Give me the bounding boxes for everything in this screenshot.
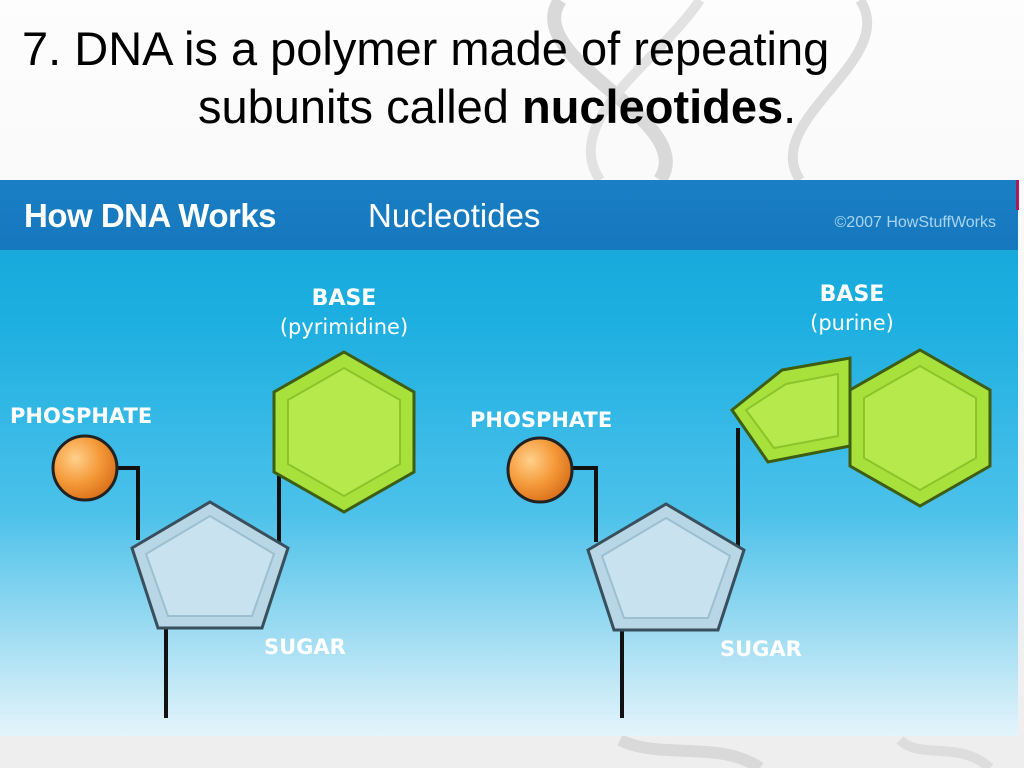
panel-header-title: How DNA Works	[24, 197, 277, 234]
phosphate-sugar-bond	[568, 466, 598, 542]
phosphate-sugar-bond	[112, 466, 140, 540]
purine-nucleotide: PHOSPHATE BASE (purine) SUGAR	[470, 282, 992, 718]
nucleotide-panel: How DNA Works Nucleotides ©2007 HowStuff…	[0, 180, 1018, 736]
base-label: BASE	[820, 282, 885, 307]
title-line-2-text: subunits called	[198, 80, 522, 133]
phosphate-label: PHOSPHATE	[470, 408, 612, 432]
panel-edge-accent	[1016, 180, 1019, 210]
phosphate-icon	[506, 436, 574, 504]
base-type-label: (pyrimidine)	[280, 315, 408, 339]
sugar-pentagon-icon	[130, 500, 290, 630]
sugar-label: SUGAR	[264, 635, 346, 659]
title-period: .	[783, 80, 797, 133]
slide-title: 7. DNA is a polymer made of repeating su…	[22, 20, 1012, 136]
panel-header-subtitle: Nucleotides	[368, 197, 541, 234]
sugar-label: SUGAR	[720, 637, 802, 661]
phosphate-icon	[51, 434, 119, 502]
sugar-pentagon-icon	[586, 502, 746, 632]
nucleotide-diagram: PHOSPHATE BASE (pyrimidine) SUGAR	[10, 282, 992, 718]
panel-header: How DNA Works Nucleotides ©2007 HowStuff…	[0, 180, 1018, 250]
purine-base-icon	[729, 348, 992, 508]
title-line-2: subunits called nucleotides.	[22, 78, 1012, 136]
copyright-notice: ©2007 HowStuffWorks	[834, 214, 997, 231]
base-label: BASE	[312, 286, 377, 311]
pyrimidine-nucleotide: PHOSPHATE BASE (pyrimidine) SUGAR	[10, 286, 416, 718]
title-keyword: nucleotides	[521, 80, 784, 133]
pyrimidine-base-icon	[272, 350, 416, 514]
title-line-1: 7. DNA is a polymer made of repeating	[22, 22, 830, 75]
phosphate-label: PHOSPHATE	[10, 404, 152, 428]
base-type-label: (purine)	[810, 311, 894, 335]
